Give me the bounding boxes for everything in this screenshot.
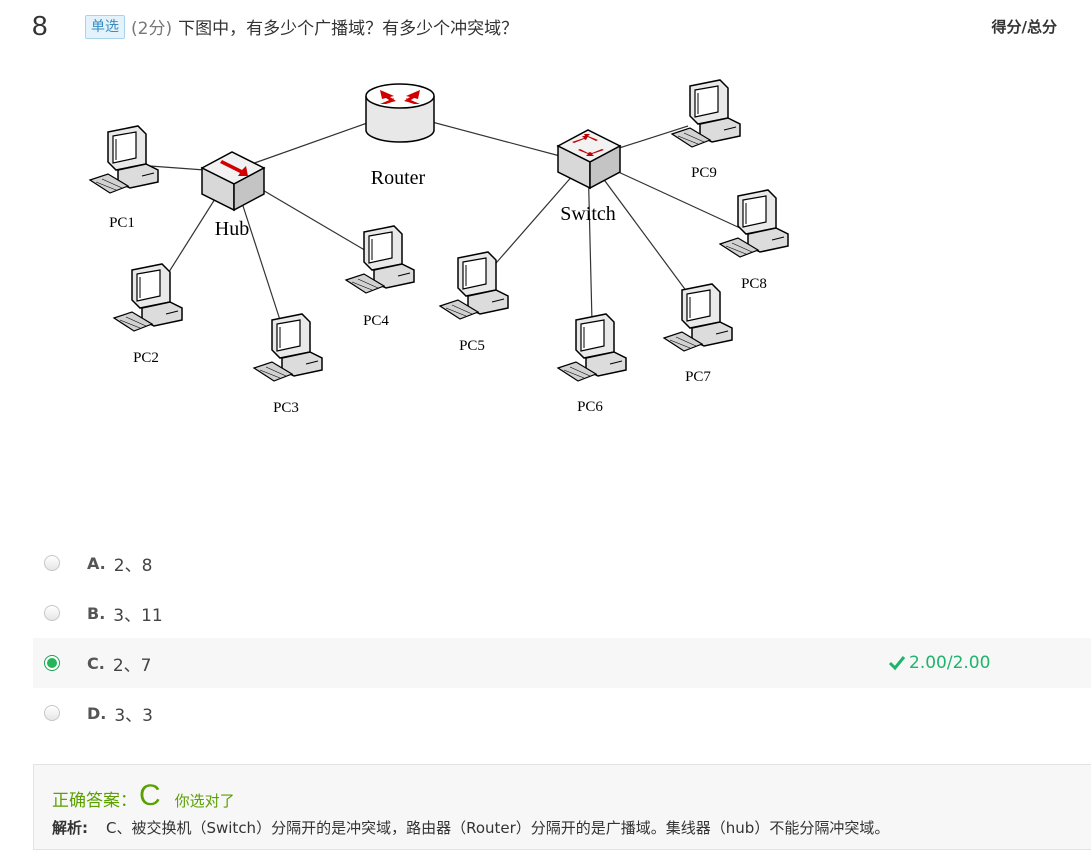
pc1-icon bbox=[89, 125, 159, 194]
pc6-icon bbox=[557, 313, 627, 382]
switch-icon bbox=[556, 129, 622, 190]
hub-icon bbox=[200, 151, 266, 212]
question-header: 单选 (2分) 下图中，有多少个广播域？有多少个冲突域？ bbox=[85, 14, 518, 39]
question-text: 下图中，有多少个广播域？有多少个冲突域？ bbox=[178, 19, 519, 39]
pc5-label: PC5 bbox=[459, 338, 485, 354]
pc4-icon bbox=[345, 225, 415, 294]
option-a[interactable]: A. 2、8 bbox=[33, 538, 1091, 588]
pc9-icon bbox=[671, 79, 741, 148]
option-text: 3、11 bbox=[113, 605, 163, 626]
pc7-icon bbox=[663, 283, 733, 352]
pc7-label: PC7 bbox=[685, 369, 711, 385]
option-text: 3、3 bbox=[114, 705, 153, 726]
option-letter: A. bbox=[87, 553, 106, 573]
radio-button-selected[interactable] bbox=[44, 655, 60, 671]
radio-button[interactable] bbox=[44, 705, 60, 721]
radio-button[interactable] bbox=[44, 605, 60, 621]
question-score: (2分) bbox=[131, 19, 173, 39]
answer-feedback: 你选对了 bbox=[174, 792, 235, 810]
pc4-label: PC4 bbox=[363, 313, 389, 329]
switch-label: Switch bbox=[560, 203, 616, 225]
pc9-label: PC9 bbox=[691, 165, 717, 181]
pc2-icon bbox=[113, 263, 183, 332]
correct-answer-line: 正确答案： C 你选对了 bbox=[52, 779, 235, 812]
correct-answer-label: 正确答案： bbox=[52, 791, 137, 811]
router-icon bbox=[365, 83, 435, 143]
router-label: Router bbox=[371, 167, 426, 189]
answer-options: A. 2、8 B. 3、11 C. 2、7 2.00/2.00 D. 3、3 bbox=[33, 538, 1091, 738]
option-result: 2.00/2.00 bbox=[888, 653, 990, 673]
question-number: 8 bbox=[32, 10, 48, 41]
correct-answer-letter: C bbox=[139, 779, 161, 812]
option-letter: C. bbox=[87, 653, 105, 673]
pc3-label: PC3 bbox=[273, 400, 299, 416]
score-total-label: 得分/总分 bbox=[991, 18, 1057, 36]
pc6-label: PC6 bbox=[577, 399, 603, 415]
option-text: 2、7 bbox=[112, 655, 152, 676]
pc8-label: PC8 bbox=[741, 276, 767, 292]
explanation: 解析: C、被交换机（Switch）分隔开的是冲突域，路由器（Router）分隔开… bbox=[52, 817, 889, 838]
radio-button[interactable] bbox=[44, 555, 60, 571]
option-text: 2、8 bbox=[113, 555, 153, 576]
explanation-label: 解析: bbox=[52, 819, 88, 837]
option-d[interactable]: D. 3、3 bbox=[33, 688, 1091, 738]
pc2-label: PC2 bbox=[133, 350, 159, 366]
option-score: 2.00/2.00 bbox=[909, 653, 991, 673]
explanation-text: C、被交换机（Switch）分隔开的是冲突域，路由器（Router）分隔开的是广… bbox=[106, 819, 890, 837]
question-type-badge: 单选 bbox=[85, 14, 125, 39]
checkmark-icon bbox=[888, 656, 906, 671]
network-diagram: Router Hub Switch PC1 PC2 PC3 PC4 PC5 PC… bbox=[89, 79, 789, 416]
answer-panel: 正确答案： C 你选对了 解析: C、被交换机（Switch）分隔开的是冲突域，路… bbox=[33, 764, 1091, 850]
option-b[interactable]: B. 3、11 bbox=[33, 588, 1091, 638]
pc5-icon bbox=[439, 251, 509, 320]
option-c[interactable]: C. 2、7 2.00/2.00 bbox=[33, 638, 1091, 688]
pc3-icon bbox=[253, 313, 323, 382]
hub-label: Hub bbox=[215, 218, 249, 240]
option-letter: B. bbox=[87, 603, 106, 623]
option-letter: D. bbox=[87, 703, 107, 723]
pc1-label: PC1 bbox=[109, 215, 135, 231]
